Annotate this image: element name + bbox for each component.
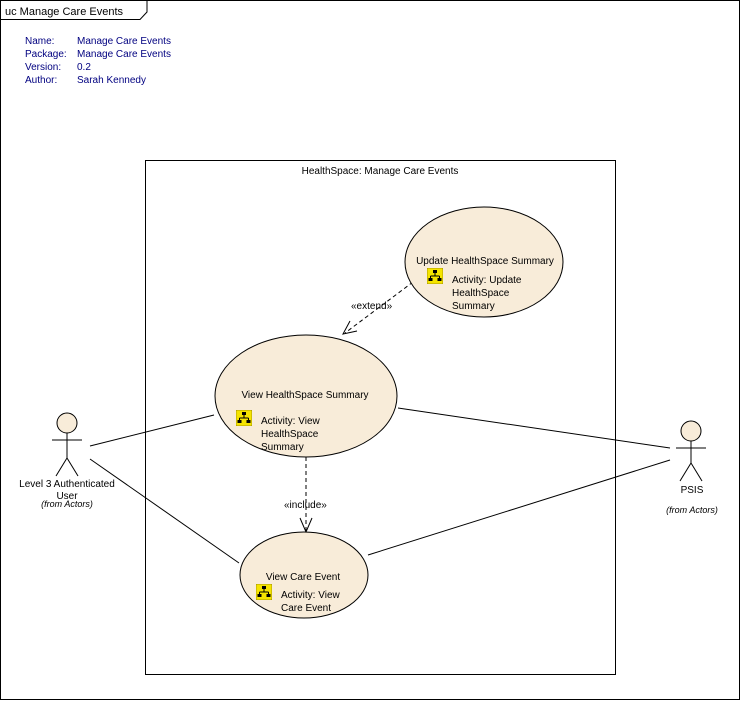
use-case-view-event-activity-line1: Activity: View bbox=[281, 590, 340, 601]
metadata-value: 0.2 bbox=[77, 62, 91, 73]
use-case-view-summary-activity-line1: Activity: View bbox=[261, 416, 320, 427]
use-case-update-activity-line3: Summary bbox=[452, 301, 495, 312]
metadata-value: Manage Care Events bbox=[77, 36, 171, 47]
metadata-row-author: Author: Sarah Kennedy bbox=[25, 74, 171, 87]
use-case-update-ellipse bbox=[404, 206, 564, 318]
extend-dependency-line bbox=[344, 281, 414, 334]
actor-user-name-line1: Level 3 Authenticated bbox=[19, 479, 115, 490]
use-case-update-healthspace-summary[interactable]: Update HealthSpace Summary Activity: Upd… bbox=[404, 206, 564, 318]
use-case-view-event-ellipse bbox=[239, 531, 369, 619]
use-case-update-title: Update HealthSpace Summary bbox=[416, 256, 554, 267]
actor-psis[interactable]: PSIS (from Actors) bbox=[666, 420, 718, 515]
include-label: «include» bbox=[284, 500, 327, 511]
use-case-view-summary-ellipse bbox=[214, 334, 398, 458]
frame-title: uc Manage Care Events bbox=[5, 6, 124, 18]
extend-arrowhead bbox=[342, 320, 358, 335]
use-case-view-summary-activity-line3: Summary bbox=[261, 442, 304, 453]
boundary-title: HealthSpace: Manage Care Events bbox=[302, 166, 459, 177]
assoc-user-view-summary bbox=[89, 414, 215, 447]
use-case-update-activity-line1: Activity: Update bbox=[452, 275, 522, 286]
metadata-key: Package: bbox=[25, 49, 67, 60]
metadata-key: Name: bbox=[25, 36, 55, 47]
activity-icon bbox=[236, 410, 252, 426]
metadata-key: Version: bbox=[25, 62, 62, 73]
use-case-view-summary-activity-line2: HealthSpace bbox=[261, 429, 319, 440]
assoc-user-view-event bbox=[89, 458, 240, 564]
use-case-view-event-title: View Care Event bbox=[266, 572, 341, 583]
diagram-metadata: Name: Manage Care Events Package: Manage… bbox=[25, 35, 171, 87]
actor-level3-user[interactable]: Level 3 Authenticated User (from Actors) bbox=[19, 412, 115, 509]
metadata-row-name: Name: Manage Care Events bbox=[25, 35, 171, 48]
activity-icon bbox=[256, 584, 272, 600]
use-case-view-healthspace-summary[interactable]: View HealthSpace Summary Activity: View … bbox=[214, 334, 398, 458]
use-case-update-activity-line2: HealthSpace bbox=[452, 288, 510, 299]
metadata-value: Manage Care Events bbox=[77, 49, 171, 60]
actor-psis-name: PSIS bbox=[681, 485, 704, 496]
actor-user-from: (from Actors) bbox=[41, 499, 93, 509]
metadata-row-version: Version: 0.2 bbox=[25, 61, 171, 74]
frame-title-tab bbox=[0, 0, 148, 20]
use-case-view-event-activity-line2: Care Event bbox=[281, 603, 331, 614]
actor-user-name-line2: User bbox=[56, 491, 78, 502]
metadata-value: Sarah Kennedy bbox=[77, 75, 146, 86]
extend-label: «extend» bbox=[351, 301, 393, 312]
activity-icon bbox=[427, 268, 443, 284]
metadata-key: Author: bbox=[25, 75, 58, 86]
assoc-psis-view-event bbox=[367, 459, 671, 556]
stick-figure-icon bbox=[676, 420, 706, 482]
use-case-view-summary-title: View HealthSpace Summary bbox=[241, 390, 368, 401]
assoc-psis-view-summary bbox=[397, 407, 671, 449]
actor-psis-from: (from Actors) bbox=[666, 505, 718, 515]
metadata-row-package: Package: Manage Care Events bbox=[25, 48, 171, 61]
use-case-view-care-event[interactable]: View Care Event Activity: View Care Even… bbox=[239, 531, 369, 619]
stick-figure-icon bbox=[52, 412, 82, 477]
